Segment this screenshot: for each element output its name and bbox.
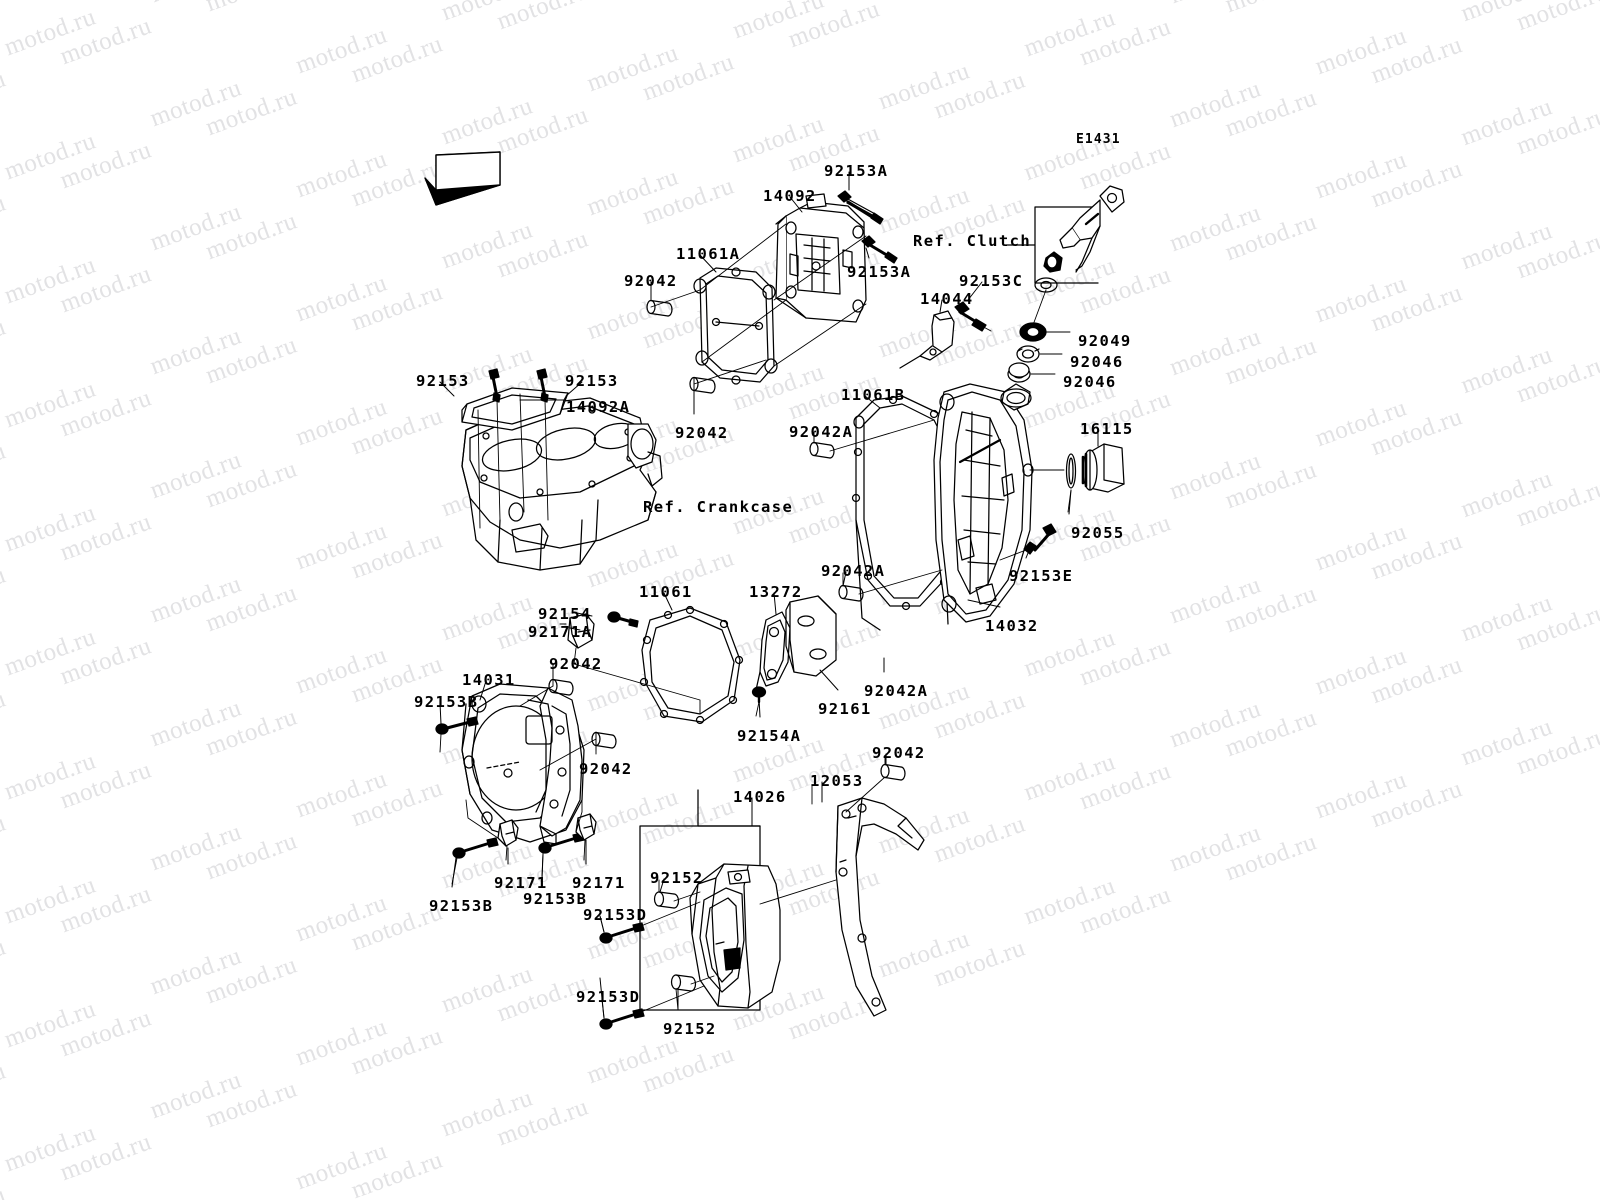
part-number-label[interactable]: 92042A	[789, 423, 854, 441]
part-92153E-bolt	[999, 523, 1057, 561]
part-92153-bolt	[488, 368, 501, 403]
ref-clutch-bracket	[1006, 185, 1125, 293]
front-arrow-icon	[424, 151, 501, 206]
part-number-label[interactable]: 92055	[1071, 524, 1125, 542]
part-92042A-dowel	[809, 441, 835, 459]
part-number-label[interactable]: 92153B	[429, 897, 494, 915]
part-92042A-dowel-2	[838, 584, 864, 602]
part-number-label[interactable]: 14092	[763, 187, 817, 205]
part-14032-cover	[933, 383, 1034, 623]
part-number-label[interactable]: 92153A	[824, 162, 889, 180]
part-number-label[interactable]: 92161	[818, 700, 872, 718]
part-number-label[interactable]: 11061B	[841, 386, 906, 404]
part-14026-cover-box	[639, 789, 761, 1011]
part-number-label[interactable]: 92154	[538, 605, 592, 623]
part-number-label[interactable]: 92042	[872, 744, 926, 762]
part-number-label[interactable]: 92152	[650, 869, 704, 887]
diagram-code: E1431	[1076, 132, 1121, 147]
part-92042-dowel	[646, 299, 673, 317]
part-92153A-bolt-2	[861, 235, 898, 264]
part-92055-oring	[1065, 453, 1077, 489]
part-number-label[interactable]: 92153B	[414, 693, 479, 711]
part-92153B-bolt-2	[451, 837, 499, 885]
part-14031-cover	[461, 683, 585, 845]
part-14026-cover	[689, 863, 781, 1009]
part-number-label[interactable]: 92042	[549, 655, 603, 673]
part-92153D-bolt	[599, 915, 645, 944]
part-number-label[interactable]: 14044	[920, 290, 974, 308]
part-number-label[interactable]: 92049	[1078, 332, 1132, 350]
part-13272-plate	[755, 611, 791, 691]
part-92046-washer	[1016, 345, 1040, 363]
part-number-label[interactable]: 92152	[663, 1020, 717, 1038]
part-number-label[interactable]: 11061	[639, 583, 693, 601]
part-92152-collar	[653, 891, 680, 909]
leader-lines	[439, 171, 1099, 1019]
ref-crankcase	[461, 397, 663, 571]
part-number-label[interactable]: 92171A	[528, 623, 593, 641]
part-number-label[interactable]: 92042	[624, 272, 678, 290]
part-11061-gasket	[639, 605, 744, 725]
part-number-label[interactable]: 92153D	[583, 906, 648, 924]
part-16115-cap	[1081, 443, 1125, 493]
part-number-label[interactable]: 92153E	[1009, 567, 1074, 585]
part-92153B-bolt-3	[538, 832, 585, 877]
part-number-label[interactable]: 92154A	[737, 727, 802, 745]
part-number-label[interactable]: 92042A	[864, 682, 929, 700]
part-12053-guide	[835, 797, 925, 1017]
part-number-label[interactable]: 16115	[1080, 420, 1134, 438]
part-number-label[interactable]: 14032	[985, 617, 1039, 635]
part-number-label[interactable]: 92153A	[847, 263, 912, 281]
part-number-label[interactable]: 92153	[565, 372, 619, 390]
part-92153A-bolt	[837, 190, 884, 225]
part-number-label[interactable]: 92171	[572, 874, 626, 892]
part-number-label[interactable]: 92153	[416, 372, 470, 390]
part-number-label[interactable]: 92042	[675, 424, 729, 442]
part-number-label[interactable]: 92171	[494, 874, 548, 892]
part-number-label[interactable]: 92046	[1063, 373, 1117, 391]
part-92049-ring-top	[1008, 362, 1030, 378]
part-14092-cover	[775, 193, 867, 323]
part-number-label[interactable]: 11061A	[676, 245, 741, 263]
part-92154-bolt	[607, 611, 639, 628]
part-number-label[interactable]: 14031	[462, 671, 516, 689]
part-14044-bracket	[899, 310, 955, 369]
part-92152-collar-2	[670, 974, 697, 992]
part-92171A-clamp	[567, 613, 595, 649]
part-number-label[interactable]: 12053	[810, 772, 864, 790]
part-number-label[interactable]: 14092A	[566, 398, 631, 416]
ref-clutch-label[interactable]: Ref. Clutch	[913, 232, 1032, 250]
part-number-label[interactable]: 92042	[579, 760, 633, 778]
part-92153B-bolt	[435, 716, 479, 753]
part-number-label[interactable]: 14026	[733, 788, 787, 806]
part-number-label[interactable]: 92153B	[523, 890, 588, 908]
part-number-label[interactable]: 92153D	[576, 988, 641, 1006]
part-92153C-bolt	[954, 301, 992, 332]
part-92049-seal	[1019, 322, 1047, 342]
part-92161-damper	[785, 595, 837, 677]
part-number-label[interactable]: 92153C	[959, 272, 1024, 290]
part-number-label[interactable]: 92046	[1070, 353, 1124, 371]
ref-crankcase-label[interactable]: Ref. Crankcase	[643, 498, 794, 516]
part-92171-clamp	[497, 819, 519, 861]
part-number-label[interactable]: 92042A	[821, 562, 886, 580]
part-number-label[interactable]: 13272	[749, 583, 803, 601]
part-92153-bolt-2	[536, 368, 549, 403]
part-11061B-gasket	[851, 395, 963, 631]
